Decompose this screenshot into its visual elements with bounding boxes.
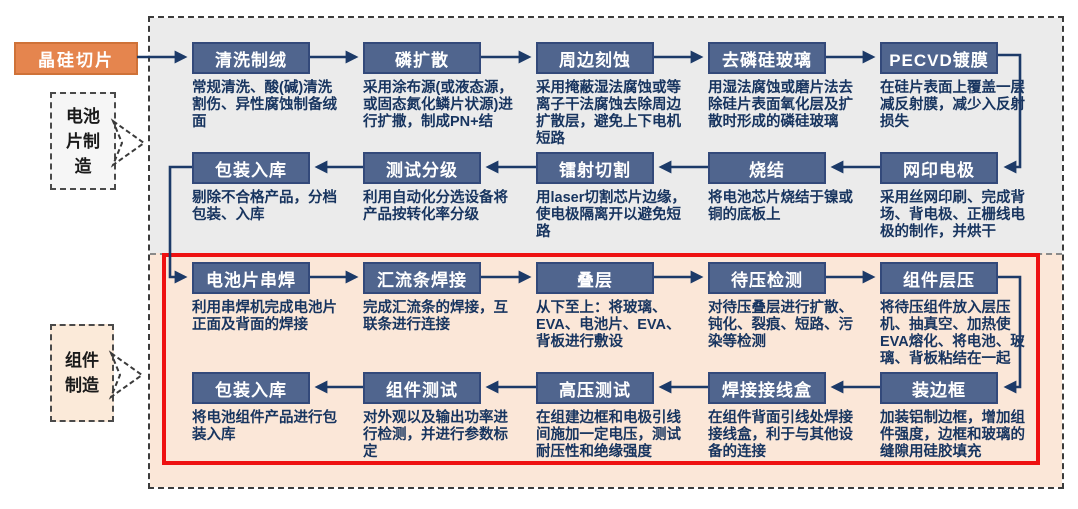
step-title: PECVD镀膜 xyxy=(889,50,989,70)
step-desc: 用湿法腐蚀或磨片法去除硅片表面氧化层及扩散时形成的磷硅玻璃 xyxy=(708,80,853,130)
process-step: 装边框 加装铝制边框，增加组件强度，边框和玻璃的缝隙用硅胶填充 xyxy=(880,372,1032,461)
step-title: 装边框 xyxy=(912,380,966,400)
step-desc: 将电池组件产品进行包装入库 xyxy=(192,410,337,443)
step-box: 去磷硅玻璃 xyxy=(708,42,826,74)
step-title: 网印电极 xyxy=(903,160,975,180)
step-box: 电池片串焊 xyxy=(192,262,310,294)
step-desc: 将电池芯片烧结于镍或铜的底板上 xyxy=(708,190,853,223)
step-title: 待压检测 xyxy=(731,270,803,290)
step-title: 测试分级 xyxy=(386,160,458,180)
step-desc: 在组建边框和电极引线间施加一定电压，测试耐压性和绝缘强度 xyxy=(536,410,681,460)
process-step: 电池片串焊 利用串焊机完成电池片正面及背面的焊接 xyxy=(192,262,344,334)
dashed-right-arrow-icon xyxy=(108,350,144,400)
step-box: 包装入库 xyxy=(192,372,310,404)
step-desc: 对外观以及输出功率进行检测，并进行参数标定 xyxy=(363,410,508,460)
process-step: 测试分级 利用自动化分选设备将产品按转化率分级 xyxy=(363,152,515,224)
step-desc: 对待压叠层进行扩散、钝化、裂痕、短路、污染等检测 xyxy=(708,300,853,350)
step-desc: 利用串焊机完成电池片正面及背面的焊接 xyxy=(192,300,337,333)
side-label-text: 组件 制造 xyxy=(65,351,99,395)
step-title: 磷扩散 xyxy=(395,50,449,70)
step-desc: 常规清洗、酸(碱)清洗割伤、异性腐蚀制备绒面 xyxy=(192,80,337,130)
step-title: 叠层 xyxy=(577,270,613,290)
step-box: 焊接接线盒 xyxy=(708,372,826,404)
step-desc: 剔除不合格产品，分档包装、入库 xyxy=(192,190,337,223)
process-step: 焊接接线盒 在组件背面引线处焊接接线盒，利于与其他设备的连接 xyxy=(708,372,860,461)
step-box: 包装入库 xyxy=(192,152,310,184)
step-title: 包装入库 xyxy=(215,380,287,400)
step-box: 组件测试 xyxy=(363,372,481,404)
process-step: 去磷硅玻璃 用湿法腐蚀或磨片法去除硅片表面氧化层及扩散时形成的磷硅玻璃 xyxy=(708,42,860,131)
step-title: 周边刻蚀 xyxy=(559,50,631,70)
side-label-cell-manufacturing: 电池 片制 造 xyxy=(50,92,116,190)
step-title: 汇流条焊接 xyxy=(377,270,467,290)
process-step: 组件层压 将待压组件放入层压机、抽真空、加热使EVA熔化、将电池、玻璃、背板粘结… xyxy=(880,262,1032,368)
step-desc: 在组件背面引线处焊接接线盒，利于与其他设备的连接 xyxy=(708,410,853,460)
step-box: 周边刻蚀 xyxy=(536,42,654,74)
side-label-module-manufacturing: 组件 制造 xyxy=(50,324,114,422)
step-box: 高压测试 xyxy=(536,372,654,404)
process-step: 烧结 将电池芯片烧结于镍或铜的底板上 xyxy=(708,152,860,224)
step-box: 清洗制绒 xyxy=(192,42,310,74)
step-title: 电池片串焊 xyxy=(206,270,296,290)
step-title: 包装入库 xyxy=(215,160,287,180)
step-box: 烧结 xyxy=(708,152,826,184)
step-desc: 用laser切割芯片边缘，使电极隔离开以避免短路 xyxy=(536,190,686,240)
process-step: 磷扩散 采用涂布源(或液态源，或固态氮化鳞片状源)进行扩撒，制成PN+结 xyxy=(363,42,515,131)
step-box: 叠层 xyxy=(536,262,654,294)
side-label-text: 电池 片制 造 xyxy=(66,106,100,176)
step-box: 测试分级 xyxy=(363,152,481,184)
step-desc: 利用自动化分选设备将产品按转化率分级 xyxy=(363,190,508,223)
step-desc: 加装铝制边框，增加组件强度，边框和玻璃的缝隙用硅胶填充 xyxy=(880,410,1025,460)
step-desc: 采用丝网印刷、完成背场、背电极、正栅线电极的制作，并烘干 xyxy=(880,190,1025,240)
step-box: 磷扩散 xyxy=(363,42,481,74)
step-title: 组件测试 xyxy=(386,380,458,400)
source-step-label: 晶硅切片 xyxy=(38,51,114,70)
process-step: 包装入库 将电池组件产品进行包装入库 xyxy=(192,372,344,444)
process-step: 镭射切割 用laser切割芯片边缘，使电极隔离开以避免短路 xyxy=(536,152,688,241)
step-title: 高压测试 xyxy=(559,380,631,400)
process-step: 周边刻蚀 采用掩蔽湿法腐蚀或等离子干法腐蚀去除周边扩散层，避免上下电机短路 xyxy=(536,42,688,148)
step-title: 去磷硅玻璃 xyxy=(722,50,812,70)
step-title: 组件层压 xyxy=(903,270,975,290)
process-step: 网印电极 采用丝网印刷、完成背场、背电极、正栅线电极的制作，并烘干 xyxy=(880,152,1032,241)
step-box: 装边框 xyxy=(880,372,998,404)
process-step: PECVD镀膜 在硅片表面上覆盖一层减反射膜，减少入反射损失 xyxy=(880,42,1032,131)
step-desc: 从下至上：将玻璃、EVA、电池片、EVA、背板进行敷设 xyxy=(536,300,681,350)
process-step: 汇流条焊接 完成汇流条的焊接，互联条进行连接 xyxy=(363,262,515,334)
process-step: 包装入库 剔除不合格产品，分档包装、入库 xyxy=(192,152,344,224)
process-step: 高压测试 在组建边框和电极引线间施加一定电压，测试耐压性和绝缘强度 xyxy=(536,372,688,461)
process-step: 待压检测 对待压叠层进行扩散、钝化、裂痕、短路、污染等检测 xyxy=(708,262,860,351)
step-box: 待压检测 xyxy=(708,262,826,294)
step-title: 镭射切割 xyxy=(559,160,631,180)
step-title: 烧结 xyxy=(749,160,785,180)
step-title: 焊接接线盒 xyxy=(722,380,812,400)
step-box: 组件层压 xyxy=(880,262,998,294)
dashed-right-arrow-icon xyxy=(110,118,146,168)
step-box: 镭射切割 xyxy=(536,152,654,184)
step-desc: 完成汇流条的焊接，互联条进行连接 xyxy=(363,300,508,333)
step-box: PECVD镀膜 xyxy=(880,42,998,74)
step-title: 清洗制绒 xyxy=(215,50,287,70)
step-box: 网印电极 xyxy=(880,152,998,184)
step-desc: 将待压组件放入层压机、抽真空、加热使EVA熔化、将电池、玻璃、背板粘结在一起 xyxy=(880,300,1025,367)
process-step: 清洗制绒 常规清洗、酸(碱)清洗割伤、异性腐蚀制备绒面 xyxy=(192,42,344,131)
step-desc: 采用掩蔽湿法腐蚀或等离子干法腐蚀去除周边扩散层，避免上下电机短路 xyxy=(536,80,681,147)
source-step-box: 晶硅切片 xyxy=(14,42,138,75)
step-box: 汇流条焊接 xyxy=(363,262,481,294)
step-desc: 在硅片表面上覆盖一层减反射膜，减少入反射损失 xyxy=(880,80,1025,130)
step-desc: 采用涂布源(或液态源，或固态氮化鳞片状源)进行扩撒，制成PN+结 xyxy=(363,80,513,130)
process-step: 组件测试 对外观以及输出功率进行检测，并进行参数标定 xyxy=(363,372,515,461)
process-step: 叠层 从下至上：将玻璃、EVA、电池片、EVA、背板进行敷设 xyxy=(536,262,688,351)
